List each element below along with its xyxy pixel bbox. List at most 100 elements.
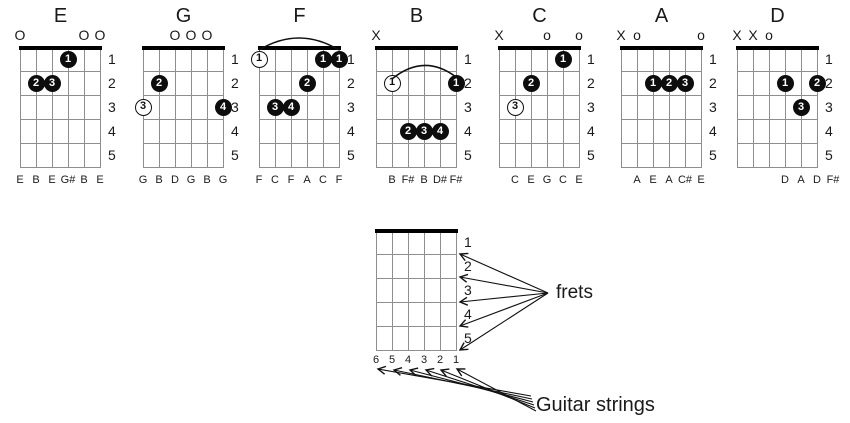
- note-label: A: [797, 174, 805, 186]
- fret-number: 5: [464, 147, 472, 163]
- legend-string-number: 5: [388, 354, 396, 366]
- muted-string-marker: X: [748, 27, 758, 43]
- finger-dot: 1: [314, 50, 332, 68]
- finger-dot: 4: [214, 98, 232, 116]
- fret-number: 1: [709, 51, 717, 67]
- legend-string-number: 6: [372, 354, 380, 366]
- legend-fretboard-grid: [376, 230, 457, 351]
- note-label: B: [80, 174, 88, 186]
- fret-number: 3: [825, 99, 833, 115]
- note-label: F#: [401, 174, 415, 186]
- open-string-marker: O: [14, 27, 26, 43]
- finger-dot: 2: [522, 74, 540, 92]
- note-label: D#: [432, 174, 448, 186]
- fret-number: 3: [587, 99, 595, 115]
- chord-name: D: [770, 5, 785, 27]
- nut: [258, 46, 341, 50]
- finger-dot: 2: [150, 74, 168, 92]
- fret-number: 3: [464, 99, 472, 115]
- fret-number: 1: [231, 51, 239, 67]
- note-label: C: [511, 174, 519, 186]
- legend-fret-number: 3: [464, 282, 472, 298]
- string-markers-row: [259, 28, 359, 43]
- note-label: C#: [677, 174, 693, 186]
- legend-fret-number: 5: [464, 330, 472, 346]
- finger-dot: 3: [506, 98, 524, 116]
- legend-string-number: 1: [452, 354, 460, 366]
- nut: [736, 46, 819, 50]
- fretboard-grid: [143, 47, 224, 168]
- legend-string-number: 2: [436, 354, 444, 366]
- nut: [375, 46, 458, 50]
- fret-number: 5: [825, 147, 833, 163]
- fret-number: 4: [347, 123, 355, 139]
- note-label: G: [542, 174, 552, 186]
- note-label: D: [781, 174, 789, 186]
- finger-dot: 1: [330, 50, 348, 68]
- legend-string-number: 3: [420, 354, 428, 366]
- fret-number: 3: [231, 99, 239, 115]
- fret-number: 3: [108, 99, 116, 115]
- note-label: F: [287, 174, 295, 186]
- fretboard-grid: [621, 47, 702, 168]
- finger-dot: 2: [399, 122, 417, 140]
- fret-number: 3: [709, 99, 717, 115]
- fret-number: 4: [464, 123, 472, 139]
- fret-number: 1: [825, 51, 833, 67]
- chord-name: B: [409, 5, 424, 27]
- fretboard-grid: [376, 47, 457, 168]
- fret-number: 5: [347, 147, 355, 163]
- open-string-marker: o: [697, 27, 705, 43]
- open-string-marker: o: [543, 27, 551, 43]
- muted-string-marker: X: [732, 27, 742, 43]
- open-string-marker: O: [201, 27, 213, 43]
- fret-number: 2: [464, 75, 472, 91]
- chord-name: E: [53, 5, 68, 27]
- finger-dot: 3: [676, 74, 694, 92]
- note-label: G#: [60, 174, 76, 186]
- finger-dot: 4: [282, 98, 300, 116]
- chord-name: F: [293, 5, 306, 27]
- fret-number: 5: [709, 147, 717, 163]
- note-label: E: [575, 174, 583, 186]
- open-string-marker: O: [185, 27, 197, 43]
- finger-dot: 2: [27, 74, 45, 92]
- fret-number: 1: [108, 51, 116, 67]
- note-label: C: [271, 174, 279, 186]
- finger-dot: 2: [660, 74, 678, 92]
- finger-dot: 1: [59, 50, 77, 68]
- note-label: A: [633, 174, 641, 186]
- finger-dot: 1: [383, 74, 401, 92]
- open-string-marker: O: [169, 27, 181, 43]
- finger-dot: 2: [808, 74, 826, 92]
- fret-number: 2: [231, 75, 239, 91]
- finger-dot: 3: [415, 122, 433, 140]
- fret-number: 3: [347, 99, 355, 115]
- note-label: E: [697, 174, 705, 186]
- fret-number: 2: [825, 75, 833, 91]
- open-string-marker: o: [575, 27, 583, 43]
- note-label: F: [255, 174, 263, 186]
- chord-name: G: [175, 5, 192, 27]
- muted-string-marker: X: [371, 27, 381, 43]
- fret-number: 1: [587, 51, 595, 67]
- finger-dot: 3: [266, 98, 284, 116]
- finger-dot: 1: [776, 74, 794, 92]
- note-label: C: [559, 174, 567, 186]
- legend-string-number: 4: [404, 354, 412, 366]
- finger-dot: 2: [298, 74, 316, 92]
- frets-label: frets: [556, 282, 593, 303]
- fret-number: 5: [231, 147, 239, 163]
- finger-dot: 4: [431, 122, 449, 140]
- finger-dot: 1: [554, 50, 572, 68]
- fret-number: 2: [108, 75, 116, 91]
